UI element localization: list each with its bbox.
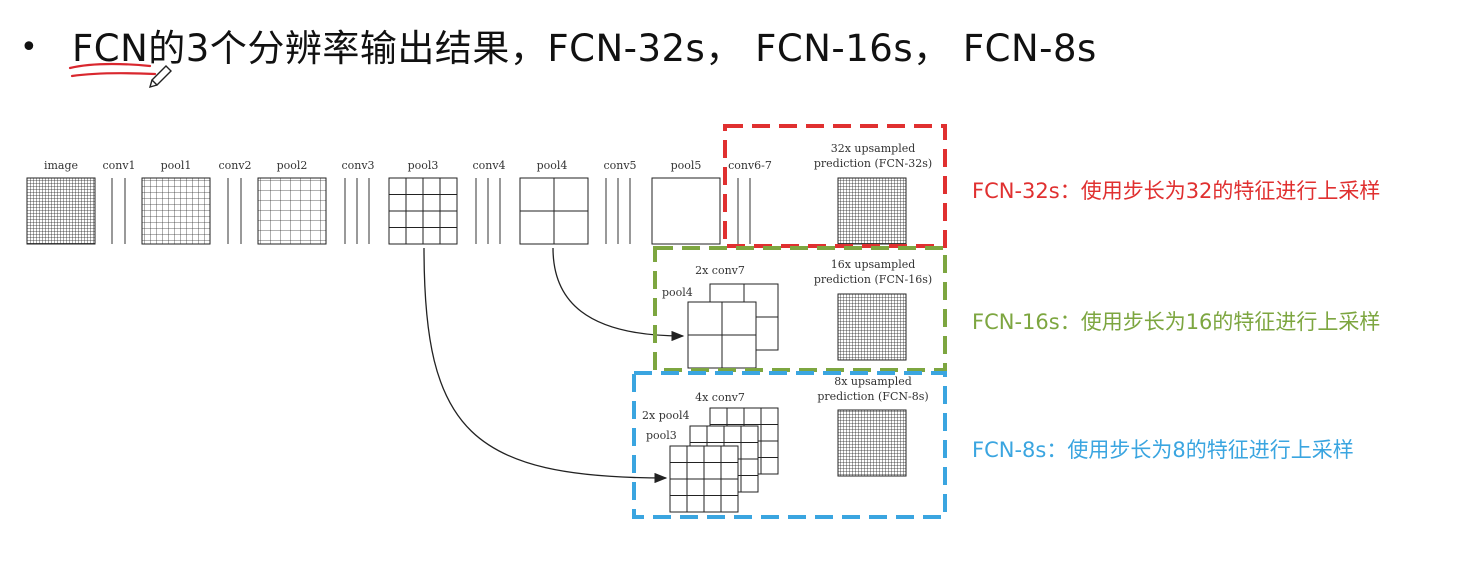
label-conv2: conv2 xyxy=(218,159,251,172)
pool4-stack-label: pool4 xyxy=(662,286,693,299)
label-pool2: pool2 xyxy=(277,159,308,172)
fcn16-description: FCN-16s：使用步长为16的特征进行上采样 xyxy=(972,310,1381,334)
conv2-lines xyxy=(227,178,242,244)
conv7-2x-label: 2x conv7 xyxy=(695,264,745,277)
pred16-grid xyxy=(837,293,907,361)
label-pool4: pool4 xyxy=(537,159,568,172)
pred8-grid xyxy=(837,409,907,477)
label-conv3: conv3 xyxy=(341,159,374,172)
pool4-2x-label: 2x pool4 xyxy=(642,409,690,422)
pool3-stack-label: pool3 xyxy=(646,429,677,442)
label-conv4: conv4 xyxy=(472,159,505,172)
label-image: image xyxy=(44,159,78,172)
label-pool5: pool5 xyxy=(671,159,702,172)
fcn16-region xyxy=(653,246,947,372)
label-conv67: conv6-7 xyxy=(728,159,772,172)
label-conv1: conv1 xyxy=(102,159,135,172)
conv67-lines xyxy=(737,178,751,244)
pred8-line1: 8x upsampled xyxy=(834,375,912,388)
conv5-lines xyxy=(605,178,631,244)
conv4-lines xyxy=(475,178,501,244)
pred32-line2: prediction (FCN-32s) xyxy=(814,157,932,170)
pred16-line2: prediction (FCN-16s) xyxy=(814,273,932,286)
pool4-grid xyxy=(519,177,589,245)
pool5-box xyxy=(651,177,721,245)
label-conv5: conv5 xyxy=(603,159,636,172)
pool1-grid xyxy=(141,177,211,245)
pred32-line1: 32x upsampled xyxy=(831,142,916,155)
pred16-line1: 16x upsampled xyxy=(831,258,916,271)
pool3-grid xyxy=(388,177,458,245)
pred32-grid xyxy=(837,177,907,245)
image-grid xyxy=(26,177,96,245)
fcn8-description: FCN-8s：使用步长为8的特征进行上采样 xyxy=(972,438,1354,462)
fcn32-description: FCN-32s：使用步长为32的特征进行上采样 xyxy=(972,179,1381,203)
pool4-stack-grid xyxy=(687,301,757,369)
pool2-grid xyxy=(257,177,327,245)
title-text: FCN的3个分辨率输出结果，FCN-32s， FCN-16s， FCN-8s xyxy=(72,27,1097,70)
pencil-icon xyxy=(148,65,172,89)
label-pool1: pool1 xyxy=(161,159,192,172)
conv3-lines xyxy=(344,178,370,244)
title-underline xyxy=(68,62,157,78)
conv7-4x-label: 4x conv7 xyxy=(695,391,745,404)
slide-title: • FCN的3个分辨率输出结果，FCN-32s， FCN-16s， FCN-8s xyxy=(20,18,1097,72)
label-pool3: pool3 xyxy=(408,159,439,172)
pool3-skip-arrow xyxy=(423,247,668,484)
conv1-lines xyxy=(111,178,126,244)
fcn8-region xyxy=(632,371,947,519)
pool4-skip-arrow xyxy=(552,247,685,342)
pool3-stack-grid xyxy=(669,445,739,513)
pred8-line2: prediction (FCN-8s) xyxy=(817,390,928,403)
bullet: • xyxy=(20,30,39,65)
